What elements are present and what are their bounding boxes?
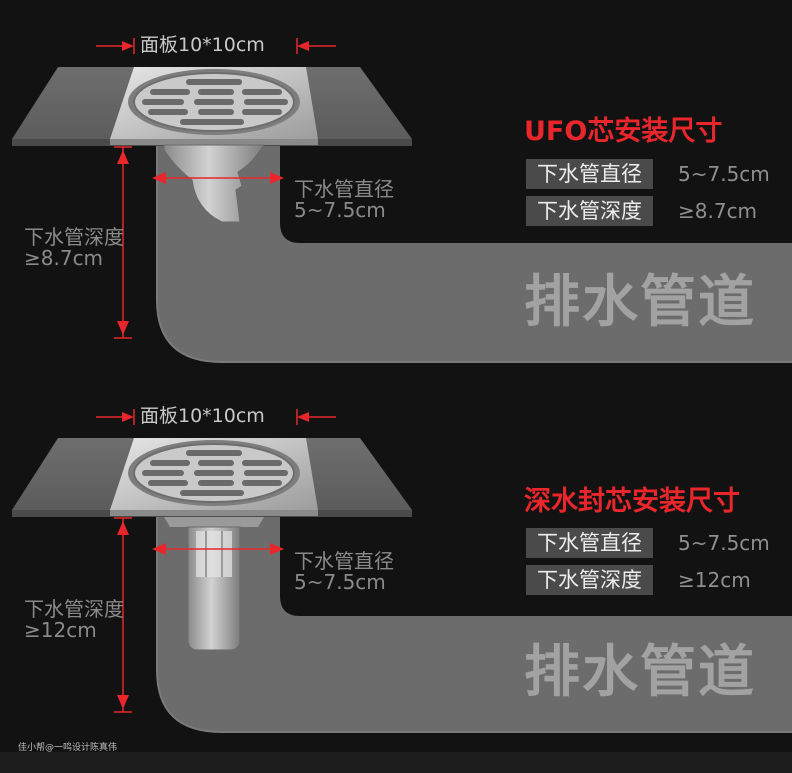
section-1-diagram: [12, 38, 792, 363]
panel-size-label: 面板10*10cm: [140, 405, 265, 427]
pipe-diameter-label: 下水管直径: [294, 177, 394, 201]
footer-credit: 佳小帮@一鸣设计陈真伟: [18, 743, 118, 753]
pipe-depth-value: ≥8.7cm: [24, 246, 104, 270]
drain-pipe-shape: [157, 145, 792, 362]
grate-slots: [142, 450, 288, 496]
deep-seal-core: [164, 517, 264, 651]
spec-diameter-value: 5~7.5cm: [678, 531, 770, 555]
ufo-core: [163, 144, 265, 223]
panel-size-label: 面板10*10cm: [140, 34, 265, 56]
pipe-diameter-value: 5~7.5cm: [294, 198, 386, 222]
pipe-depth-value: ≥12cm: [24, 618, 97, 642]
spec-diameter-label: 下水管直径: [526, 528, 653, 558]
section-2-diagram: [12, 409, 792, 733]
pipe-depth-label: 下水管深度: [24, 225, 124, 249]
install-size-heading: 深水封芯安装尺寸: [524, 486, 740, 517]
pipe-depth-label: 下水管深度: [24, 597, 124, 621]
grate-slots: [142, 79, 288, 125]
spec-diameter-label: 下水管直径: [526, 159, 653, 189]
drain-pipe-label: 排水管道: [524, 640, 756, 705]
drain-pipe-shape: [157, 517, 792, 732]
spec-depth-label: 下水管深度: [526, 196, 653, 226]
spec-depth-value: ≥12cm: [678, 568, 751, 592]
spec-depth-value: ≥8.7cm: [678, 199, 758, 223]
pipe-diameter-label: 下水管直径: [294, 549, 394, 573]
install-size-heading: UFO芯安装尺寸: [524, 116, 723, 147]
spec-diameter-value: 5~7.5cm: [678, 162, 770, 186]
spec-depth-label: 下水管深度: [526, 565, 653, 595]
drain-pipe-label: 排水管道: [524, 270, 756, 335]
pipe-diameter-value: 5~7.5cm: [294, 570, 386, 594]
